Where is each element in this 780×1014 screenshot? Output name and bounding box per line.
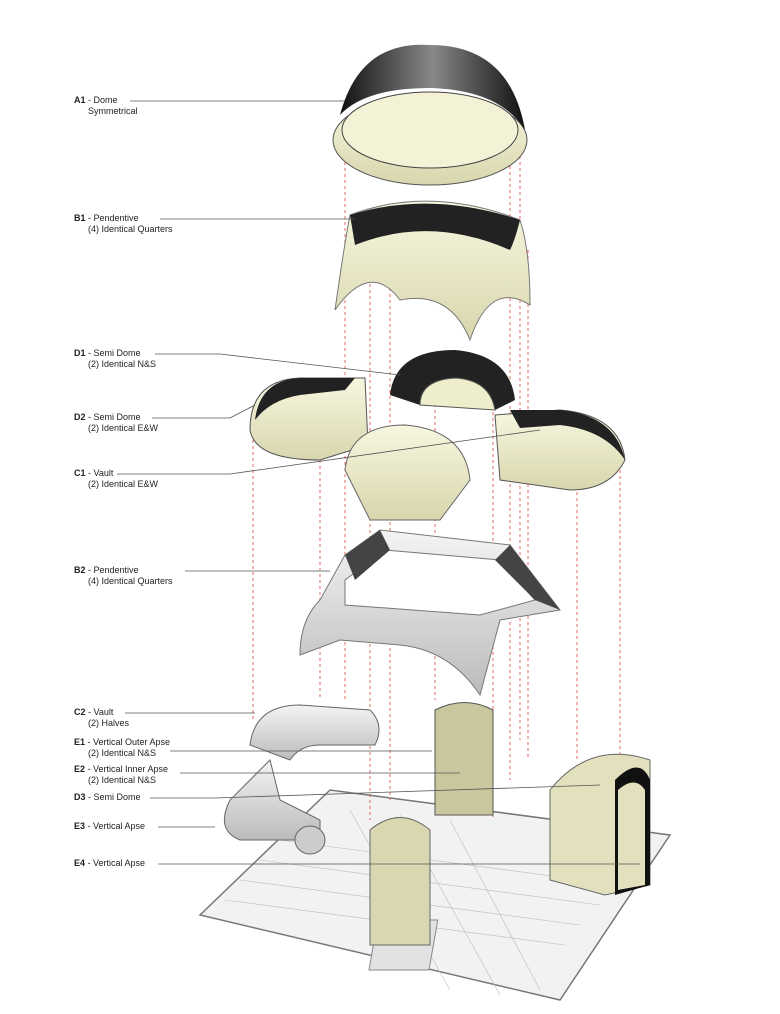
label-b1: B1 - Pendentive(4) Identical Quarters (74, 213, 173, 234)
pendentive-b1 (334, 200, 531, 342)
dome-a1 (332, 44, 528, 186)
label-e2: E2 - Vertical Inner Apse(2) Identical N&… (74, 764, 169, 785)
pendentive-b2 (299, 529, 561, 697)
label-e3: E3 - Vertical Apse (74, 821, 146, 831)
leader-lines (117, 100, 640, 865)
label-d2: D2 - Semi Dome(2) Identical E&W (74, 412, 159, 433)
label-d1: D1 - Semi Dome(2) Identical N&S (74, 348, 157, 369)
semi-dome-d1 (390, 350, 515, 411)
vault-c2 (223, 704, 380, 855)
vertical-apse-e1-e2 (369, 702, 494, 946)
label-c1: C1 - Vault(2) Identical E&W (74, 468, 159, 489)
label-e1: E1 - Vertical Outer Apse(2) Identical N&… (74, 737, 171, 758)
vault-c1 (344, 424, 471, 521)
label-b2: B2 - Pendentive(4) Identical Quarters (74, 565, 173, 586)
label-c2: C2 - Vault(2) Halves (74, 707, 130, 728)
semi-dome-d2-east (494, 409, 626, 491)
label-d3: D3 - Semi Dome (74, 792, 141, 802)
label-e4: E4 - Vertical Apse (74, 858, 146, 868)
semi-dome-d2-west (249, 377, 369, 461)
vertical-apse-e3-e4 (549, 753, 651, 896)
